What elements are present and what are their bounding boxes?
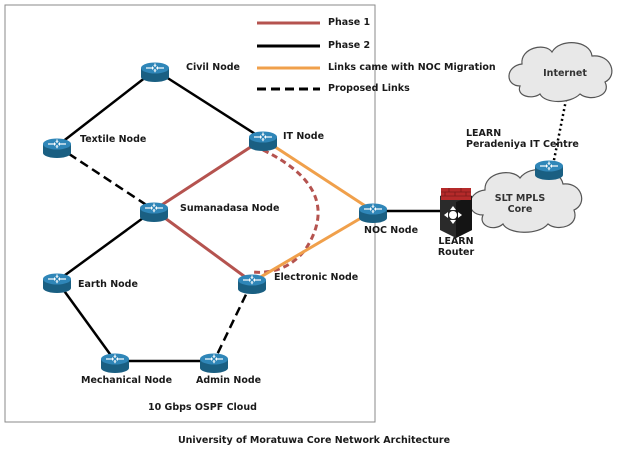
router-icon [237,273,267,295]
peradeniya-label-line1: LEARN [466,128,502,139]
slt-mpls-label-line2: Core [507,204,533,215]
router-icon [42,137,72,159]
noc-links [251,137,374,284]
noc-node-label: NOC Node [364,225,419,236]
link-civil-textile [56,69,156,147]
router-icon [534,159,564,181]
link-textile-sumanadasa [56,144,155,212]
admin-node-label: Admin Node [196,375,262,386]
link-civil-it [154,68,264,141]
link-it-electronic [251,148,320,274]
router-icon [42,272,72,294]
cloud-icon [508,42,613,103]
phase1-links [153,137,320,284]
civil-node-label: Civil Node [186,62,240,73]
slt-mpls-label-line1: SLT MPLS [494,193,546,204]
diagram-caption: University of Moratuwa Core Network Arch… [177,435,451,446]
legend-phase2-label: Phase 2 [328,40,371,51]
legend-proposed-label: Proposed Links [328,83,410,94]
router-icon [248,130,278,152]
electronic-node-label: Electronic Node [274,272,359,283]
router-icon [199,352,229,374]
mechanical-node-label: Mechanical Node [81,375,173,386]
internet-label: Internet [543,68,587,79]
legend-noc-label: Links came with NOC Migration [328,62,496,73]
it-node-label: IT Node [283,131,325,142]
router-icon [100,352,130,374]
earth-node-label: Earth Node [78,279,138,290]
cloud-icon [469,168,583,233]
ospf-cloud-label: 10 Gbps OSPF Cloud [148,402,257,413]
router-icon [139,201,169,223]
link-sumanadasa-earth [56,208,155,283]
link-earth-mechanical [55,280,117,362]
textile-node-label: Textile Node [80,134,147,145]
link-it-noc [262,137,374,213]
router-icon [358,202,388,224]
learn-router-label-line1: LEARN [438,236,474,247]
link-sumanadasa-electronic [153,208,253,284]
peradeniya-label-line2: Peradeniya IT Centre [466,139,579,150]
link-electronic-noc [251,209,374,284]
learn-router-label-line2: Router [437,247,475,258]
legend-phase1-label: Phase 1 [328,17,371,28]
sumanadasa-node-label: Sumanadasa Node [180,203,280,214]
proposed-links [56,144,254,362]
link-peradeniya-internet [551,94,569,166]
link-electronic-admin [212,281,254,362]
router-icon [140,61,170,83]
link-it-sumanadasa [153,137,264,212]
firewall-router-icon [440,188,472,238]
